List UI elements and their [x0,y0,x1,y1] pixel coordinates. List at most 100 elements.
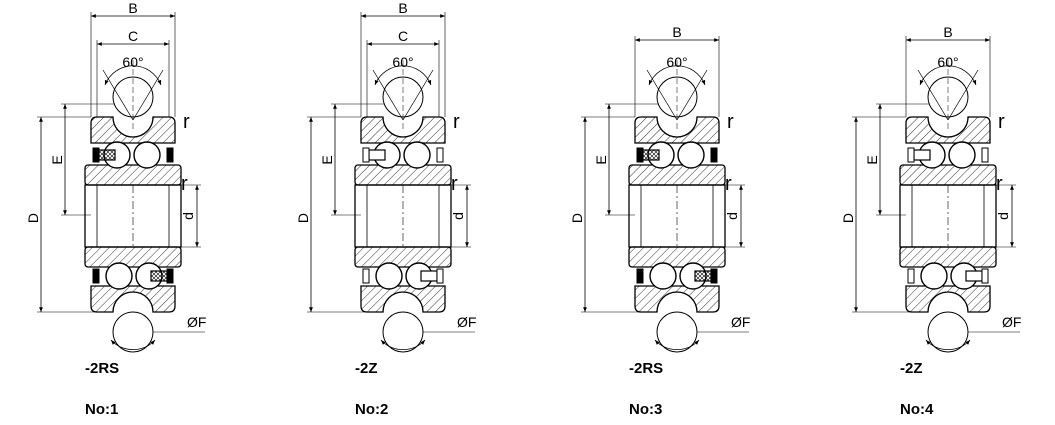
seal-type-label: -2Z [355,360,378,377]
seal-lip [166,268,174,284]
angle-label: 60° [392,54,413,70]
seal-type-label: -2RS [629,360,664,377]
label-r-outer: r [453,111,460,133]
angle-label: 60° [666,54,687,70]
shield [965,270,983,282]
ball [948,141,976,169]
angle-line [947,69,979,121]
label-F: ØF [731,314,750,330]
seal-lip [981,268,989,284]
angle-line [402,69,434,121]
bottom-arc [654,339,700,350]
angle-line [372,69,404,121]
ball [105,262,133,290]
label-r-outer: r [727,111,734,133]
outer-ring-top [90,116,176,144]
outer-ring-bottom [360,285,446,313]
seal-lip [981,147,989,163]
seal-lip [436,147,444,163]
label-F: ØF [457,314,476,330]
outer-ring-bottom [634,285,720,313]
angle-label: 60° [937,54,958,70]
label-D: D [25,213,41,223]
inner-ring-top [899,164,997,186]
ball [649,262,677,290]
angle-line [132,69,164,121]
inner-ring-top [84,164,182,186]
seal-lip [362,147,370,163]
label-r-inner: r [996,173,1003,195]
angle-line [102,69,134,121]
inner-ring-bottom [84,246,182,268]
angle-line [917,69,949,121]
label-B: B [128,0,137,16]
label-D: D [840,213,856,223]
seal-lip [636,147,644,163]
label-D: D [569,213,585,223]
bottom-arc [925,339,971,350]
angle-label: 60° [122,54,143,70]
seal-lip [907,147,915,163]
inner-ring-bottom [628,246,726,268]
inner-ring-bottom [354,246,452,268]
label-d: d [180,212,196,220]
angle-line [676,69,708,121]
label-r-outer: r [998,111,1005,133]
label-C: C [128,28,138,44]
ball [677,141,705,169]
label-r-outer: r [183,111,190,133]
ball [133,141,161,169]
outer-ring-top [634,116,720,144]
rubber-seal [642,149,660,161]
label-d: d [995,212,1011,220]
label-r-inner: r [451,173,458,195]
label-F: ØF [187,314,206,330]
seal-lip [710,268,718,284]
rubber-seal [98,149,116,161]
label-B: B [398,0,407,16]
angle-line [646,69,678,121]
seal-type-label: -2RS [85,360,120,377]
ball [920,262,948,290]
outer-ring-top [360,116,446,144]
seal-lip [436,268,444,284]
label-B: B [672,24,681,40]
outer-ring-bottom [90,285,176,313]
shield [368,149,386,161]
label-r-inner: r [725,173,732,195]
label-E: E [319,155,335,164]
variant-number-label: No:2 [355,401,389,418]
seal-lip [362,268,370,284]
seal-lip [907,268,915,284]
seal-lip [636,268,644,284]
shield [913,149,931,161]
ball [403,141,431,169]
label-E: E [49,155,65,164]
rubber-seal [694,270,712,282]
bearing-1: 60° BC D Ed r rØF [25,0,206,353]
bottom-arc [110,339,156,350]
rubber-seal [150,270,168,282]
variant-number-label: No:4 [900,401,934,418]
seal-lip [92,268,100,284]
seal-lip [92,147,100,163]
inner-ring-top [354,164,452,186]
label-B: B [943,24,952,40]
seal-lip [166,147,174,163]
ball [375,262,403,290]
shield [420,270,438,282]
label-D: D [295,213,311,223]
label-d: d [724,212,740,220]
variant-number-label: No:1 [85,401,119,418]
outer-ring-top [905,116,991,144]
label-d: d [450,212,466,220]
label-r-inner: r [181,173,188,195]
inner-ring-top [628,164,726,186]
outer-ring-bottom [905,285,991,313]
label-E: E [864,155,880,164]
inner-ring-bottom [899,246,997,268]
